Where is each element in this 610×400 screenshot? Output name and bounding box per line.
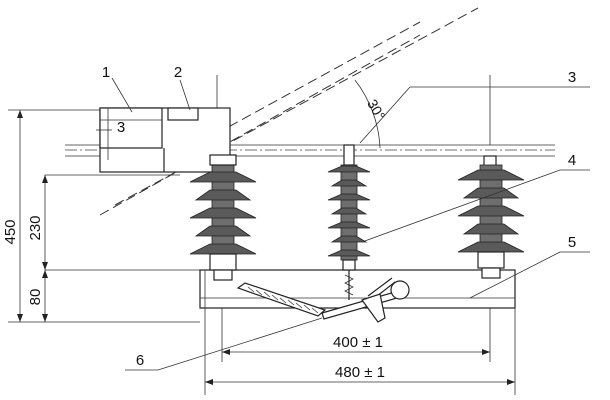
dim-450: 450 <box>2 219 19 244</box>
operating-linkage <box>236 277 410 323</box>
dim-80: 80 <box>27 289 44 306</box>
callout-4: 4 <box>568 152 576 169</box>
operating-mechanism <box>96 107 231 173</box>
middle-insulator <box>327 144 371 300</box>
dim-230: 230 <box>27 215 44 240</box>
callout-3-right: 3 <box>568 69 576 86</box>
callout-6: 6 <box>136 352 144 369</box>
right-insulator <box>457 155 525 279</box>
callout-2: 2 <box>174 64 182 81</box>
dim-400: 400 ± 1 <box>333 334 383 351</box>
callout-5: 5 <box>568 234 576 251</box>
dim-480: 480 ± 1 <box>335 364 385 381</box>
left-dimension-lines <box>8 109 200 323</box>
left-insulator <box>189 154 257 281</box>
callout-1: 1 <box>102 64 110 81</box>
callout-leaders <box>111 77 590 371</box>
callout-3-left: 3 <box>117 119 125 136</box>
